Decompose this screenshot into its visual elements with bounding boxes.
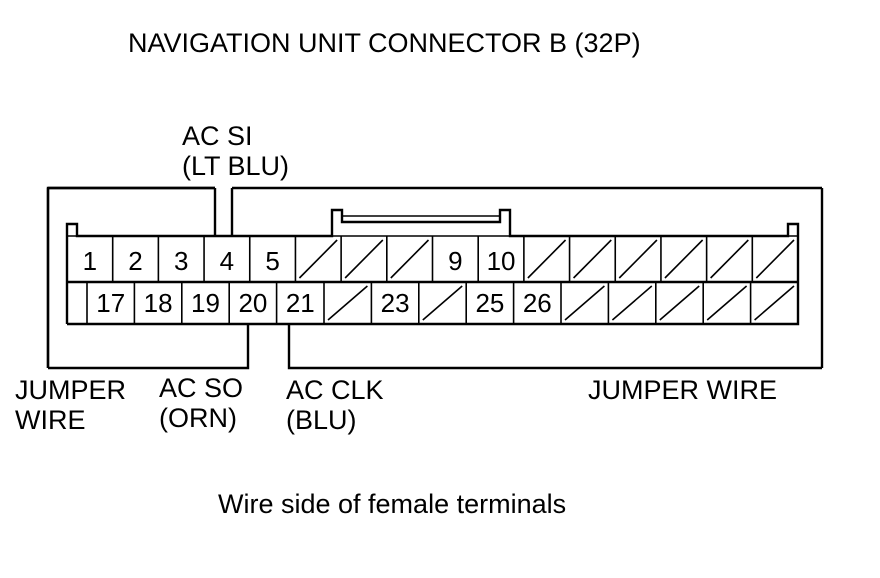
terminal-number: 17 [96, 288, 125, 318]
terminal-number: 1 [83, 246, 97, 276]
jumper-wire-right: JUMPER WIRE [588, 375, 777, 405]
empty-terminal-slash [390, 239, 430, 279]
ac-so-label: AC SO [159, 373, 243, 403]
jumper-wire-left-line2: WIRE [15, 405, 86, 435]
jumper-wire-left-line1: JUMPER [15, 375, 126, 405]
empty-terminal-slash [618, 239, 658, 279]
terminal-number: 25 [475, 288, 504, 318]
terminal-number: 19 [191, 288, 220, 318]
empty-terminal-slash [422, 285, 463, 321]
caption: Wire side of female terminals [218, 489, 566, 519]
terminal-number: 9 [448, 246, 462, 276]
ac-so-leader [48, 324, 250, 370]
ac-si-label: AC SI [182, 121, 253, 151]
empty-terminal-slash [327, 285, 368, 321]
empty-terminal-slash [527, 239, 567, 279]
terminal-number: 3 [174, 246, 188, 276]
ac-so-color: (ORN) [159, 403, 237, 433]
terminal-number: 21 [286, 288, 315, 318]
ac-clk-label: AC CLK [286, 375, 384, 405]
ac-clk-leader [287, 324, 822, 370]
empty-terminal-slash [611, 285, 653, 321]
empty-terminal-slash [664, 239, 704, 279]
ac-clk-color: (BLU) [286, 405, 357, 435]
empty-terminal-slash [572, 239, 612, 279]
terminal-number: 2 [128, 246, 142, 276]
jumper-bracket [46, 186, 215, 368]
terminal-number: 4 [220, 246, 234, 276]
ac-si-color: (LT BLU) [182, 151, 289, 181]
empty-terminal-slash [344, 239, 384, 279]
empty-terminal-slash [706, 285, 748, 321]
empty-terminal-slash [754, 285, 795, 321]
terminal-number: 10 [487, 246, 516, 276]
terminal-number: 26 [523, 288, 552, 318]
empty-terminal-slash [710, 239, 749, 279]
empty-terminal-slash [564, 285, 605, 321]
empty-terminal-slash [298, 239, 338, 279]
terminal-number: 20 [238, 288, 267, 318]
terminal-number: 23 [381, 288, 410, 318]
terminal-number: 18 [144, 288, 173, 318]
empty-terminal-slash [755, 239, 795, 279]
terminal-number: 5 [265, 246, 279, 276]
empty-terminal-slash [659, 285, 700, 321]
diagram-title: NAVIGATION UNIT CONNECTOR B (32P) [128, 28, 641, 58]
